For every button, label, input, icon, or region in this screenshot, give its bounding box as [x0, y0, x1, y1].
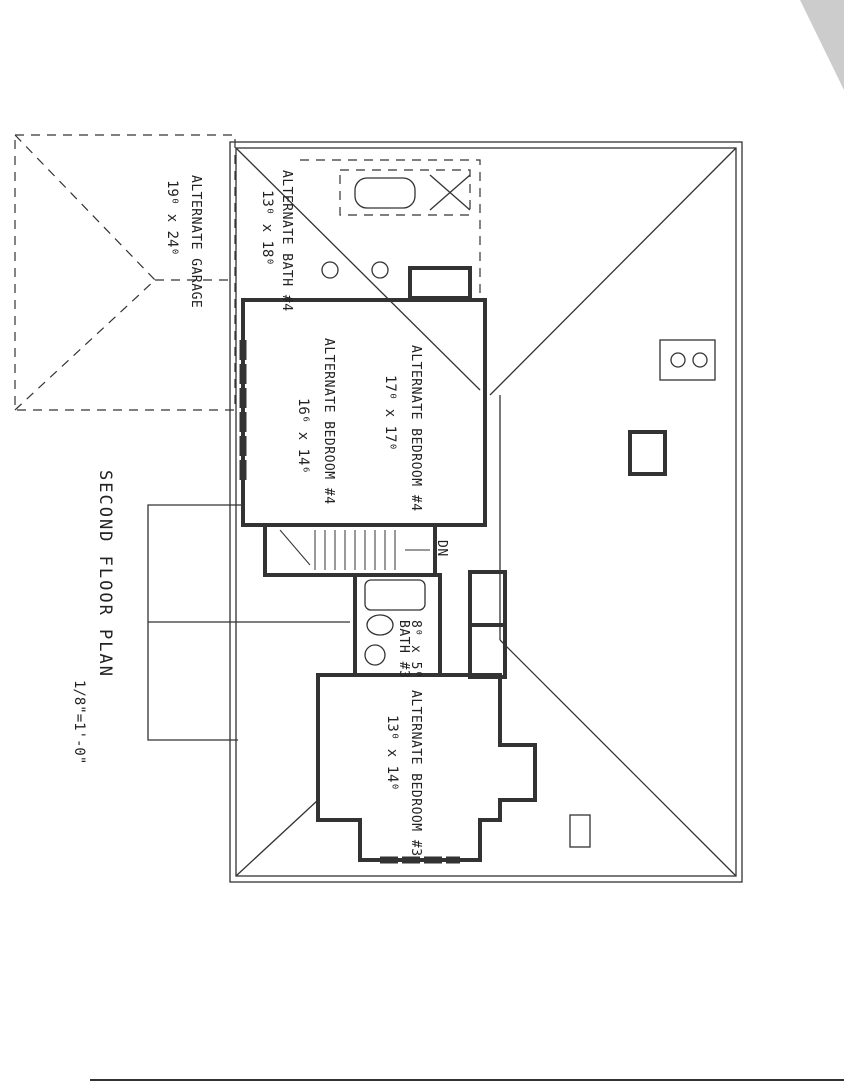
skylight [569, 814, 591, 848]
stairs [263, 523, 437, 577]
alt-bedroom-4-name: ALTERNATE BEDROOM #4 [321, 338, 336, 505]
scan-smudge [800, 0, 844, 90]
alternate-bath-4-outline [300, 159, 481, 300]
roof-vent [659, 339, 716, 381]
bedroom-3-size: 13⁰ x 14⁰ [384, 715, 400, 791]
bedroom-3-walls [316, 673, 537, 862]
bedroom-4-name: ALTERNATE BEDROOM #4 [408, 345, 423, 512]
garage-name: ALTERNATE GARAGE [188, 175, 203, 308]
bath-3-size: 8⁰ x 5⁰ [408, 620, 423, 678]
plan-title: SECOND FLOOR PLAN [95, 470, 115, 678]
bath-4-size: 13⁰ x 18⁰ [259, 190, 275, 266]
stairs-down-label: DN [434, 540, 449, 557]
bath-4-name: ALTERNATE BATH #4 [279, 170, 294, 312]
alt-bedroom-4-size: 16⁶ x 14⁶ [295, 398, 311, 474]
bedroom-3-name: ALTERNATE BEDROOM #3 [408, 690, 423, 857]
porch-roof [147, 504, 350, 741]
roof-outline [229, 141, 743, 883]
bedroom-4-walls [241, 298, 487, 527]
bath-3-name: BATH #3 [396, 620, 411, 678]
garage-size: 19⁰ x 24⁰ [164, 180, 180, 256]
alternate-garage-outline [14, 134, 236, 411]
plan-scale: 1/8"=1'-0" [71, 680, 87, 764]
skylight [628, 430, 667, 476]
bedroom-4-size: 17⁰ x 17⁰ [382, 375, 398, 451]
